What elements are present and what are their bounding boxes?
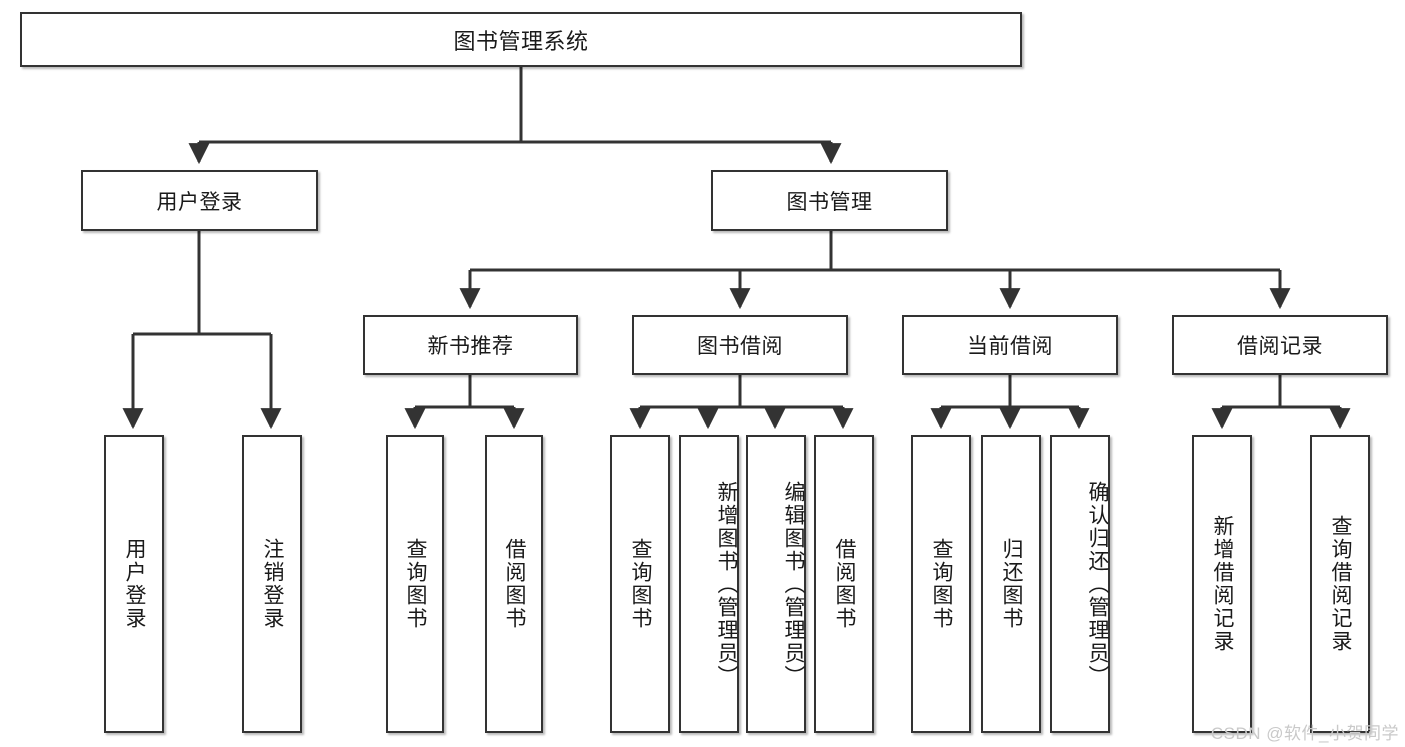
node-current-borrow-label: 当前借阅: [967, 335, 1053, 358]
leaf-return-book-label: 归还图书: [1000, 538, 1024, 630]
leaf-logout-label: 注销登录: [261, 538, 285, 630]
leaf-query-book-3[interactable]: 查询图书: [911, 435, 971, 733]
leaf-query-book-3-label: 查询图书: [930, 538, 954, 630]
leaf-add-record[interactable]: 新增借阅记录: [1192, 435, 1252, 733]
leaf-confirm-return[interactable]: 确认归还（管理员）: [1050, 435, 1110, 733]
node-current-borrow[interactable]: 当前借阅: [902, 315, 1118, 375]
leaf-logout[interactable]: 注销登录: [242, 435, 302, 733]
leaf-query-book-2-label: 查询图书: [629, 538, 653, 630]
node-borrow-record-label: 借阅记录: [1237, 335, 1323, 358]
node-new-book[interactable]: 新书推荐: [363, 315, 578, 375]
leaf-add-book[interactable]: 新增图书（管理员）: [679, 435, 739, 733]
node-borrow-record[interactable]: 借阅记录: [1172, 315, 1388, 375]
leaf-user-login[interactable]: 用户登录: [104, 435, 164, 733]
leaf-query-book-1[interactable]: 查询图书: [386, 435, 444, 733]
leaf-user-login-label: 用户登录: [123, 538, 147, 630]
leaf-confirm-return-label: 确认归还（管理员）: [1086, 480, 1109, 688]
node-user-login-label: 用户登录: [156, 190, 243, 214]
node-new-book-label: 新书推荐: [427, 335, 514, 358]
node-user-login[interactable]: 用户登录: [81, 170, 318, 231]
node-root[interactable]: 图书管理系统: [20, 12, 1022, 67]
leaf-query-book-2[interactable]: 查询图书: [610, 435, 670, 733]
leaf-add-record-label: 新增借阅记录: [1211, 515, 1235, 653]
leaf-borrow-book-1-label: 借阅图书: [503, 538, 527, 630]
leaf-query-record-label: 查询借阅记录: [1329, 515, 1353, 653]
leaf-borrow-book-1[interactable]: 借阅图书: [485, 435, 543, 733]
leaf-add-book-label: 新增图书（管理员）: [715, 480, 738, 688]
node-book-manage[interactable]: 图书管理: [711, 170, 948, 231]
leaf-return-book[interactable]: 归还图书: [981, 435, 1041, 733]
node-book-manage-label: 图书管理: [786, 190, 873, 214]
leaf-borrow-book-2[interactable]: 借阅图书: [814, 435, 874, 733]
leaf-query-record[interactable]: 查询借阅记录: [1310, 435, 1370, 733]
leaf-borrow-book-2-label: 借阅图书: [833, 538, 857, 630]
node-book-borrow-label: 图书借阅: [697, 335, 783, 358]
leaf-query-book-1-label: 查询图书: [404, 538, 428, 630]
node-root-label: 图书管理系统: [453, 28, 589, 54]
csdn-watermark: CSDN @软件_小贺同学: [1210, 724, 1399, 743]
leaf-edit-book[interactable]: 编辑图书（管理员）: [746, 435, 806, 733]
leaf-edit-book-label: 编辑图书（管理员）: [782, 480, 805, 688]
node-book-borrow[interactable]: 图书借阅: [632, 315, 848, 375]
